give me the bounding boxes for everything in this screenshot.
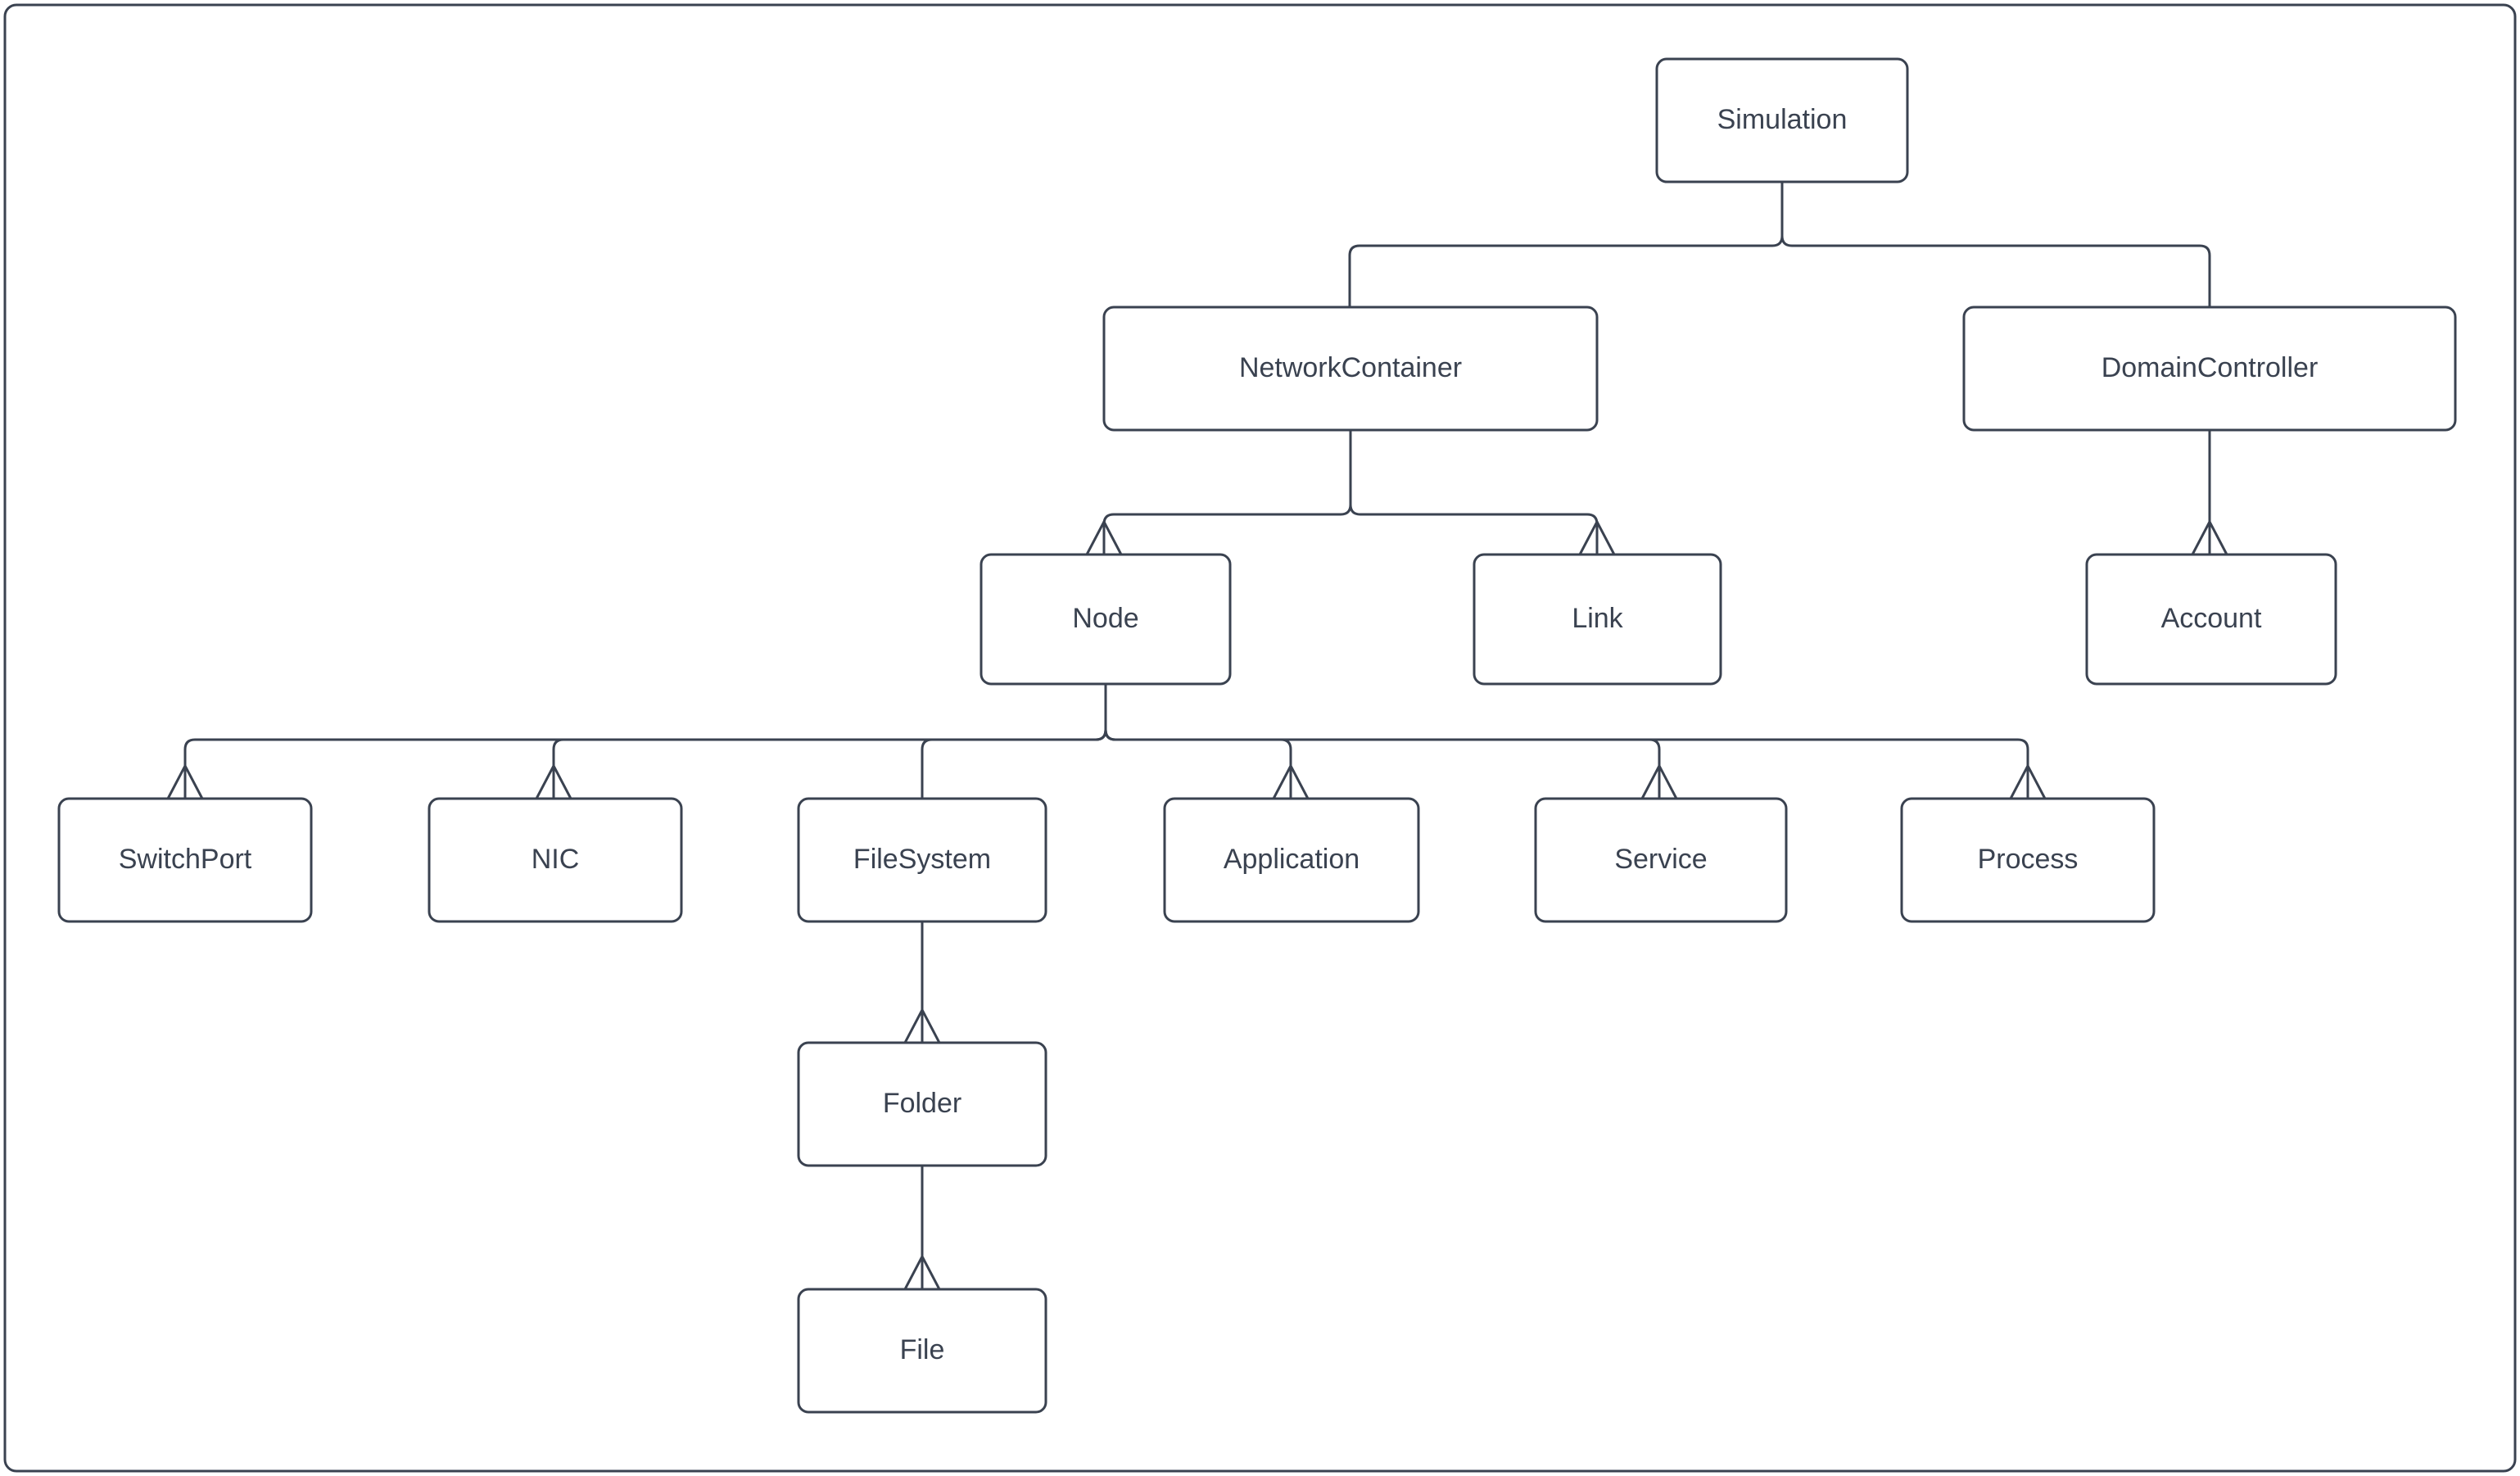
class-node-label: FileSystem xyxy=(853,844,991,875)
class-node-label: Service xyxy=(1614,844,1707,875)
class-node-switchport[interactable]: SwitchPort xyxy=(57,797,313,923)
class-node-node[interactable]: Node xyxy=(979,553,1232,686)
class-node-label: Link xyxy=(1572,603,1623,634)
class-node-account[interactable]: Account xyxy=(2085,553,2337,686)
class-node-label: NIC xyxy=(532,844,580,875)
class-node-domain_controller[interactable]: DomainController xyxy=(1962,306,2457,432)
class-node-file[interactable]: File xyxy=(797,1288,1047,1414)
class-node-box[interactable] xyxy=(57,797,313,923)
class-node-label: Node xyxy=(1072,603,1138,634)
class-node-filesystem[interactable]: FileSystem xyxy=(797,797,1047,923)
class-node-service[interactable]: Service xyxy=(1534,797,1788,923)
edge-connector-line xyxy=(1104,684,2029,766)
class-node-box[interactable] xyxy=(428,797,683,923)
class-node-label: Process xyxy=(1978,844,2079,875)
class-node-label: Account xyxy=(2161,603,2262,634)
class-node-folder[interactable]: Folder xyxy=(797,1041,1047,1167)
class-node-label: File xyxy=(900,1334,945,1365)
class-node-label: Application xyxy=(1224,844,1360,875)
class-node-process[interactable]: Process xyxy=(1900,797,2156,923)
edge-filesystem-to-folder xyxy=(903,921,941,1044)
class-node-box[interactable] xyxy=(1900,797,2156,923)
class-node-nic[interactable]: NIC xyxy=(428,797,683,923)
page-frame xyxy=(3,3,2517,1473)
class-node-box[interactable] xyxy=(2085,553,2337,686)
class-node-box[interactable] xyxy=(979,553,1232,686)
class-node-box[interactable] xyxy=(1102,306,1599,432)
class-node-box[interactable] xyxy=(797,1288,1047,1414)
class-node-box[interactable] xyxy=(797,1041,1047,1167)
class-node-box[interactable] xyxy=(1163,797,1420,923)
class-node-link[interactable]: Link xyxy=(1473,553,1722,686)
class-node-label: Simulation xyxy=(1717,104,1848,135)
class-node-box[interactable] xyxy=(1655,57,1909,183)
edge-connector-line xyxy=(1780,182,2211,307)
class-node-label: DomainController xyxy=(2102,352,2319,383)
class-node-label: Folder xyxy=(883,1088,961,1119)
class-node-label: NetworkContainer xyxy=(1239,352,1462,383)
class-node-network_container[interactable]: NetworkContainer xyxy=(1102,306,1599,432)
edge-domain_controller-to-account xyxy=(2191,430,2228,555)
edge-folder-to-file xyxy=(903,1166,941,1290)
class-node-box[interactable] xyxy=(797,797,1047,923)
class-node-application[interactable]: Application xyxy=(1163,797,1420,923)
class-node-box[interactable] xyxy=(1473,553,1722,686)
class-node-box[interactable] xyxy=(1534,797,1788,923)
edge-network_container-to-link xyxy=(1349,430,1616,555)
edge-node-to-process xyxy=(1104,684,2047,799)
edge-simulation-to-domain_controller xyxy=(1780,182,2211,307)
class-node-box[interactable] xyxy=(1962,306,2457,432)
edges-layer xyxy=(166,182,2228,1290)
class-node-label: SwitchPort xyxy=(119,844,252,875)
class-node-simulation[interactable]: Simulation xyxy=(1655,57,1909,183)
